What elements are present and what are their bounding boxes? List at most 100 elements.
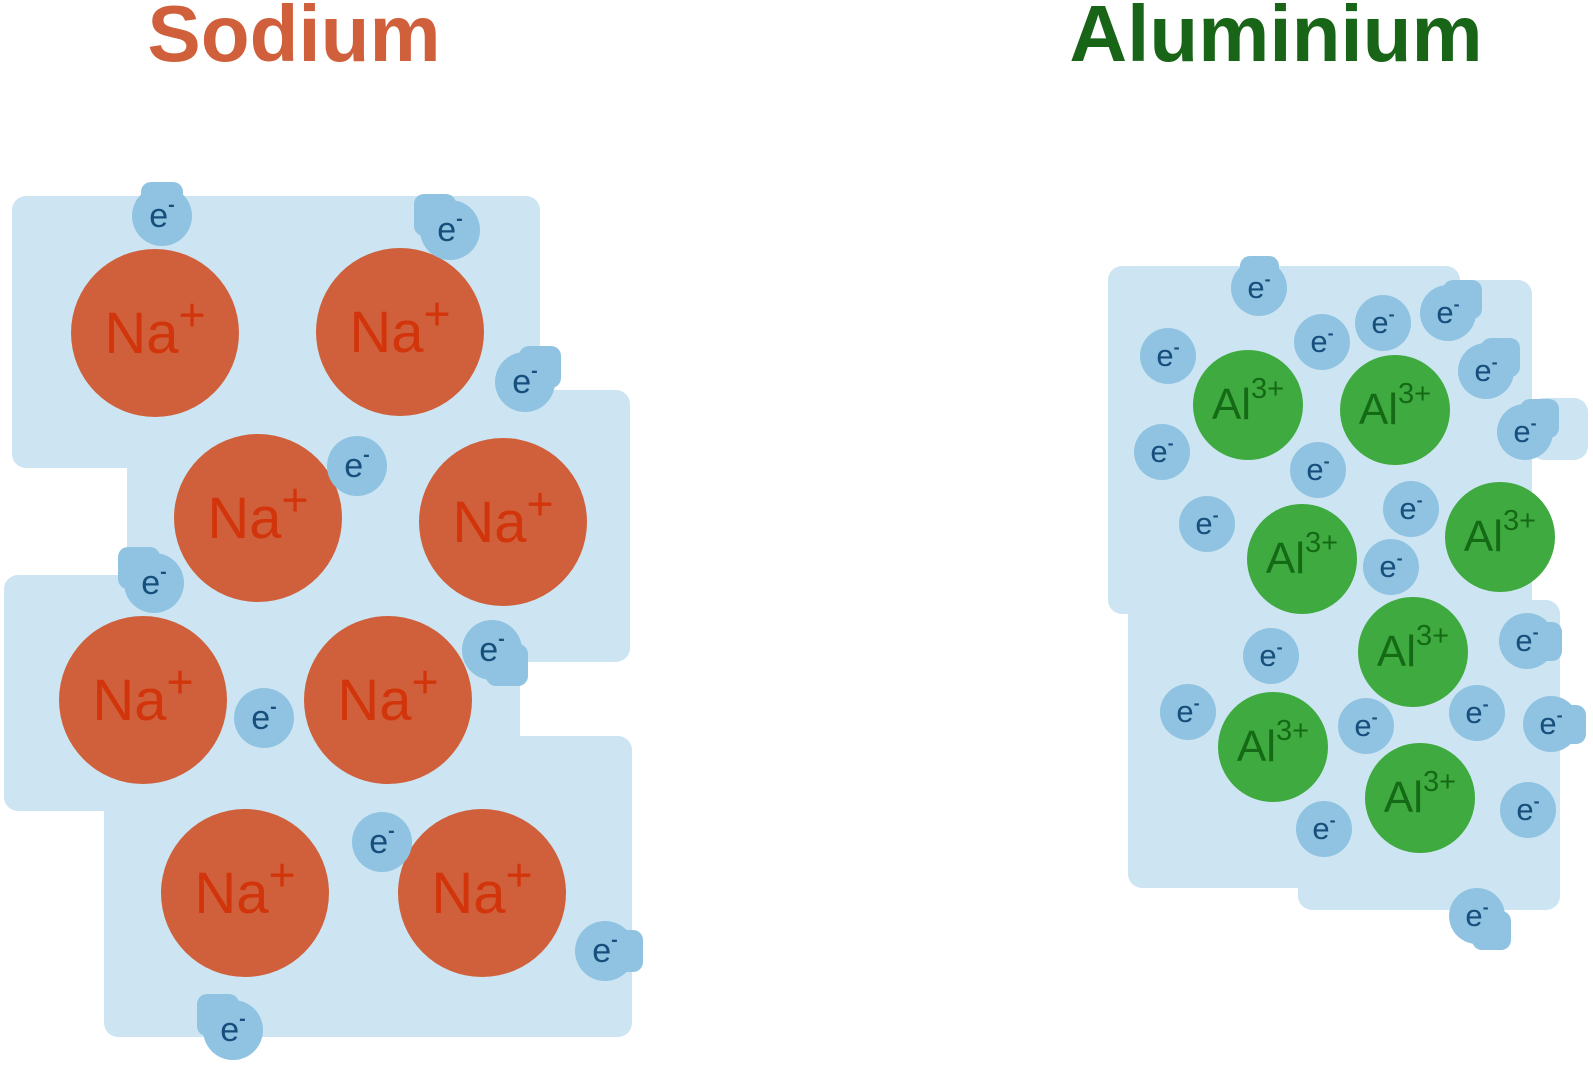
particle-symbol: Na — [104, 300, 179, 366]
particle-charge: + — [411, 655, 439, 708]
particle-symbol: Al — [1211, 380, 1251, 429]
particle-charge: - — [1482, 694, 1489, 715]
particle-symbol: Al — [1358, 385, 1398, 434]
particle-symbol: e — [1465, 695, 1483, 730]
particle-charge: - — [1329, 810, 1336, 831]
sodium-ion: Na+ — [304, 616, 472, 784]
particle-charge: - — [270, 696, 277, 719]
aluminium-title: Aluminium — [1069, 0, 1483, 78]
particle-symbol: Al — [1463, 512, 1503, 561]
particle-charge: + — [505, 848, 533, 901]
particle-charge: - — [456, 208, 463, 231]
particle-charge: - — [1491, 352, 1498, 373]
delocalised-electron: e- — [1290, 442, 1346, 498]
particle-symbol: e — [1306, 452, 1324, 487]
particle-symbol: e — [1259, 638, 1277, 673]
delocalised-electron: e- — [1363, 539, 1419, 595]
delocalised-electron: e- — [1449, 685, 1505, 741]
particle-symbol: e — [1150, 434, 1168, 469]
particle-charge: - — [363, 444, 370, 467]
particle-charge: - — [1323, 451, 1330, 472]
particle-charge: + — [281, 473, 309, 526]
delocalised-electron: e- — [1497, 404, 1553, 460]
delocalised-electron: e- — [124, 553, 184, 613]
particle-symbol: e — [1539, 706, 1557, 741]
particle-symbol: e — [1399, 491, 1417, 526]
delocalised-electron: e- — [234, 688, 294, 748]
particle-charge: + — [178, 288, 206, 341]
particle-symbol: e — [251, 698, 271, 737]
particle-charge: 3+ — [1503, 505, 1537, 538]
particle-charge: - — [1532, 622, 1539, 643]
delocalised-electron: e- — [1231, 260, 1287, 316]
sodium-ion: Na+ — [398, 809, 566, 977]
particle-charge: 3+ — [1416, 620, 1450, 653]
sodium-ion: Na+ — [174, 434, 342, 602]
particle-charge: - — [1173, 337, 1180, 358]
particle-charge: - — [160, 561, 167, 584]
particle-symbol: e — [1247, 270, 1265, 305]
particle-charge: - — [239, 1008, 246, 1031]
sodium-ion: Na+ — [59, 616, 227, 784]
particle-charge: - — [1371, 707, 1378, 728]
particle-symbol: e — [1516, 792, 1534, 827]
sodium-ion: Na+ — [419, 438, 587, 606]
particle-charge: 3+ — [1398, 378, 1432, 411]
delocalised-electron: e- — [327, 436, 387, 496]
particle-symbol: Al — [1383, 773, 1423, 822]
sodium-title: Sodium — [147, 0, 441, 78]
particle-symbol: Na — [431, 860, 506, 926]
particle-charge: - — [1212, 505, 1219, 526]
particle-symbol: Na — [92, 667, 167, 733]
delocalised-electron: e- — [1140, 328, 1196, 384]
particle-symbol: Na — [207, 485, 282, 551]
particle-symbol: e — [479, 630, 499, 669]
delocalised-electron: e- — [1294, 314, 1350, 370]
particle-charge: - — [1530, 413, 1537, 434]
particle-charge: - — [1416, 490, 1423, 511]
particle-symbol: e — [1436, 295, 1454, 330]
particle-charge: - — [531, 360, 538, 383]
particle-charge: - — [498, 628, 505, 651]
delocalised-electron: e- — [495, 352, 555, 412]
particle-charge: - — [1388, 304, 1395, 325]
particle-charge: - — [1193, 693, 1200, 714]
particle-charge: - — [611, 929, 618, 952]
particle-symbol: e — [1312, 811, 1330, 846]
particle-symbol: Na — [337, 667, 412, 733]
delocalised-electron: e- — [420, 200, 480, 260]
particle-charge: + — [268, 848, 296, 901]
particle-charge: 3+ — [1305, 527, 1339, 560]
particle-symbol: Al — [1376, 627, 1416, 676]
particle-charge: - — [1276, 637, 1283, 658]
delocalised-electron: e- — [1134, 424, 1190, 480]
delocalised-electron: e- — [1355, 295, 1411, 351]
sodium-ion: Na+ — [161, 809, 329, 977]
particle-symbol: Al — [1265, 534, 1305, 583]
delocalised-electron: e- — [1523, 696, 1579, 752]
particle-charge: - — [1264, 269, 1271, 290]
particle-charge: - — [1453, 294, 1460, 315]
particle-charge: 3+ — [1251, 373, 1285, 406]
delocalised-electron: e- — [1500, 782, 1556, 838]
particle-symbol: e — [344, 446, 364, 485]
particle-symbol: e — [592, 931, 612, 970]
delocalised-electron: e- — [1499, 613, 1555, 669]
sodium-ion: Na+ — [71, 249, 239, 417]
particle-charge: - — [1482, 897, 1489, 918]
delocalised-electron: e- — [1383, 481, 1439, 537]
particle-symbol: e — [1379, 549, 1397, 584]
particle-charge: - — [168, 194, 175, 217]
particle-charge: - — [388, 820, 395, 843]
particle-symbol: e — [1371, 305, 1389, 340]
delocalised-electron: e- — [1420, 285, 1476, 341]
particle-charge: + — [423, 287, 451, 340]
delocalised-electron: e- — [1458, 343, 1514, 399]
delocalised-electron: e- — [1338, 698, 1394, 754]
particle-charge: 3+ — [1276, 715, 1310, 748]
